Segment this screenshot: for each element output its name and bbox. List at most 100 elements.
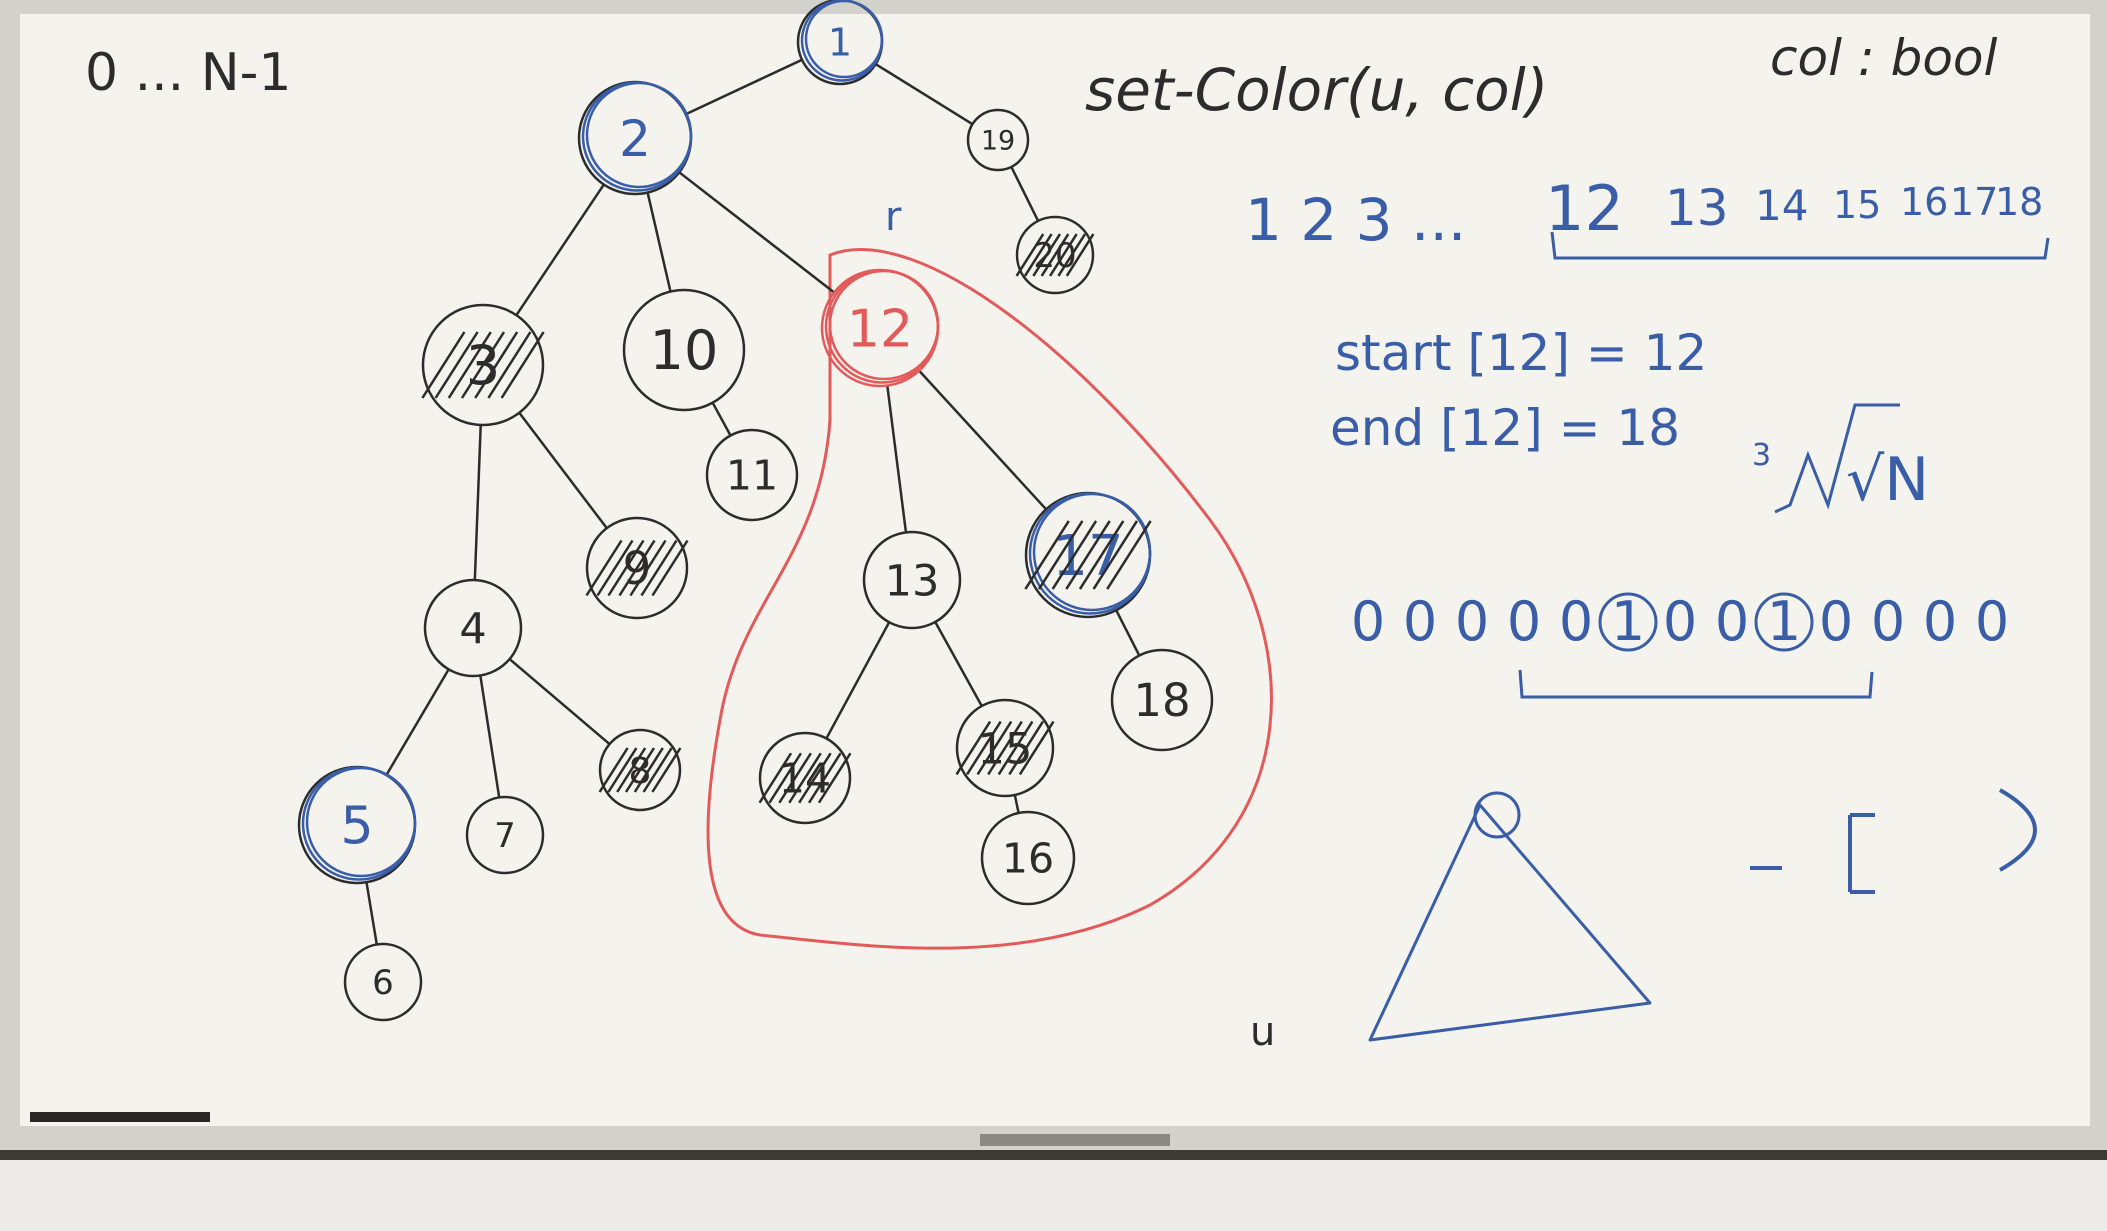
seq-item: 17 [1950,180,1998,224]
array-bracket [1518,669,1874,699]
node-label: 7 [494,816,516,856]
node-label: 10 [650,319,719,382]
seq-item: 15 [1833,183,1881,227]
node-label: 2 [619,110,651,168]
scribble-mark [1015,233,1095,277]
scribble-mark [758,752,852,804]
tree-edge [1013,794,1020,814]
tree-node-1: 1 [796,0,884,86]
tree-edge [385,668,450,776]
node-circle [862,530,962,630]
node-circle [955,698,1055,798]
node-circle [966,108,1030,172]
node-circle [465,795,545,875]
cbrt-index: 3 [1752,438,1771,473]
node-label: 11 [726,451,778,499]
triangle-root-circle [1473,791,1521,839]
tree-node-9: 9 [585,516,689,620]
tree-edge [886,385,908,533]
seq-item: 18 [1995,180,2043,224]
cbrt-symbol: √N [1846,445,1929,515]
node-label: 13 [885,556,940,606]
node-label: 1 [828,20,852,64]
tree-node-13: 13 [862,530,962,630]
node-label: 12 [847,300,913,360]
node-circle [1015,215,1095,295]
tree-edges [365,58,1141,945]
array-cell: 1 [1611,590,1645,653]
tree-node-19: 19 [966,108,1030,172]
tree-edge [479,675,501,798]
array-cell: 0 [1663,590,1697,653]
node-circle [804,0,884,79]
node-circle [980,810,1076,906]
array-cell: 0 [1715,590,1749,653]
tree-edge [515,183,605,316]
array-cell: 0 [1351,590,1385,653]
node-label: 6 [372,963,394,1003]
tree-node-11: 11 [705,428,799,522]
tree-edge [646,192,672,292]
seq-item: 12 [1545,172,1624,245]
tree-node-14: 14 [758,731,852,825]
node-circle [758,731,852,825]
scribble-mark [421,331,545,399]
node-circle [828,269,940,381]
array-cell: 0 [1923,590,1957,653]
node-circle [423,578,523,678]
node-label: 4 [459,604,486,654]
seq-item: 16 [1900,180,1948,224]
range-bracket [1550,231,2050,260]
tree-edge [1115,609,1141,657]
col-type-label: col : bool [1770,29,1998,87]
array-cell: 0 [1455,590,1489,653]
sequence-range: 12 13 14 15 16 17 18 [1545,172,2043,245]
tree-edge [1010,166,1040,222]
eraser-holder [980,1134,1170,1146]
marker-tray [30,1112,210,1122]
tree-node-4: 4 [423,578,523,678]
tree-edge [365,882,379,945]
tree-edge [918,369,1048,511]
array-cell: 1 [1767,590,1801,653]
start-equation: start [12] = 12 [1335,324,1707,382]
tree-node-10: 10 [622,288,746,412]
array-cell: 0 [1403,590,1437,653]
array-cell-highlight [1598,592,1658,652]
tree-node-8: 8 [598,728,682,812]
scribble-mark [955,720,1055,776]
node-circle [585,516,689,620]
end-equation: end [12] = 18 [1330,399,1680,457]
tree-edge [825,621,891,740]
r-label: r [885,194,902,240]
scribble-mark [1024,520,1152,590]
tree-edge [678,171,835,294]
array-cell-highlight [1754,592,1814,652]
board-surface [20,14,2090,1126]
tree-edge [711,402,732,437]
tree-node-3: 3 [421,303,545,427]
array-cell: 0 [1871,590,1905,653]
node-label: 16 [1002,835,1054,883]
bottom-ledge [0,1160,2107,1231]
tree-edge [934,621,983,707]
title-range-label: 0 ... N-1 [85,43,291,103]
node-circle [622,288,746,412]
node-circle [1032,492,1152,612]
tree-node-12: 12 [820,268,940,388]
tree-edge [875,63,974,126]
seq-item: 13 [1665,179,1729,237]
node-label: 18 [1133,674,1190,727]
node-label: 5 [340,797,373,857]
sequence-start: 1 2 3 ... [1245,186,1466,254]
tree-edge [508,658,611,746]
bracket-open-icon [1750,813,1875,894]
array-cell: 0 [1559,590,1593,653]
node-circle [585,81,693,189]
node-circle [598,728,682,812]
tree-node-16: 16 [980,810,1076,906]
node-circle [1110,648,1214,752]
